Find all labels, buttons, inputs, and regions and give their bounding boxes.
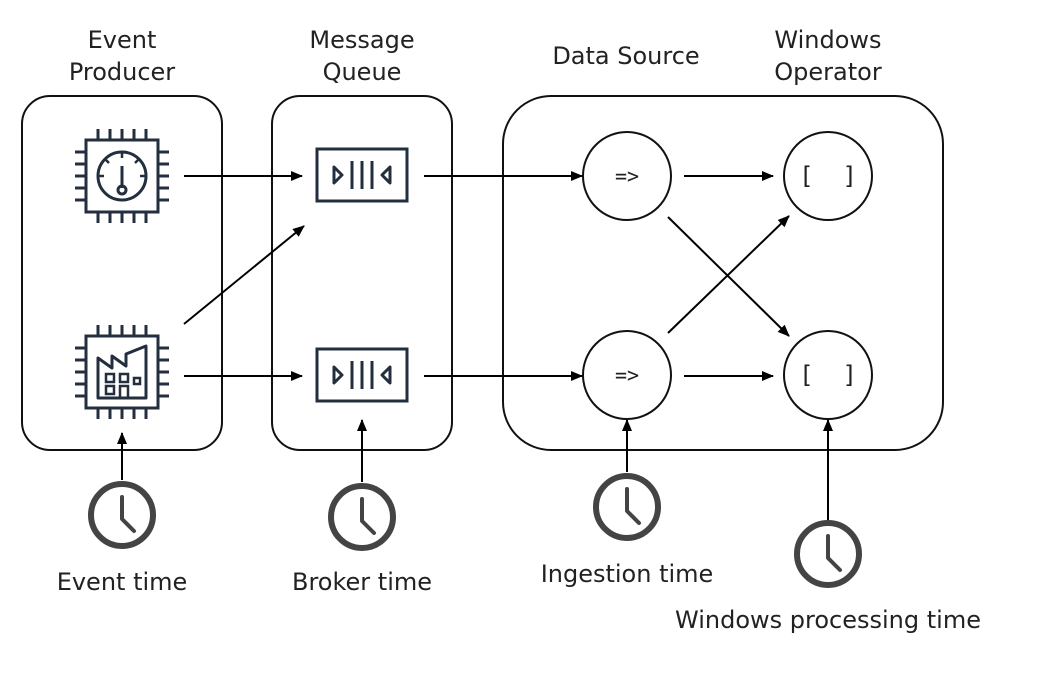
arrow-source-top-to-window-bottom: [667, 216, 790, 337]
clock-icon: [328, 483, 396, 551]
factory-chip-icon: [75, 325, 169, 419]
thermometer-chip-icon: [75, 129, 169, 223]
source-node-bottom-label: =>: [615, 363, 639, 387]
clock-icon: [794, 520, 862, 588]
message-queue-title-line2: Queue: [323, 58, 402, 86]
message-queue-title-line1: Message: [309, 26, 414, 54]
source-node-top: [582, 131, 672, 221]
ingestion-time-label: Ingestion time: [541, 560, 714, 588]
arrow-factory-to-queue-top: [183, 225, 305, 325]
window-node-top: [783, 131, 873, 221]
clock-icon: [88, 481, 156, 549]
event-time-label: Event time: [57, 568, 188, 596]
data-source-title: Data Source: [552, 42, 699, 70]
window-node-bottom-label: [ ]: [799, 361, 857, 389]
data-source-windows-box: [502, 95, 944, 451]
window-node-top-label: [ ]: [799, 162, 857, 190]
broker-time-label: Broker time: [292, 568, 432, 596]
event-producer-title-line2: Producer: [69, 58, 175, 86]
queue-icon: [315, 347, 409, 403]
event-producer-title-line1: Event: [88, 26, 157, 54]
clock-icon: [593, 473, 661, 541]
arrow-source-bottom-to-window-top: [667, 215, 790, 334]
windows-operator-title-line2: Operator: [774, 58, 882, 86]
source-node-top-label: =>: [615, 164, 639, 188]
windows-processing-time-label: Windows processing time: [675, 606, 981, 634]
queue-icon: [315, 147, 409, 203]
windows-operator-title-line1: Windows: [774, 26, 881, 54]
